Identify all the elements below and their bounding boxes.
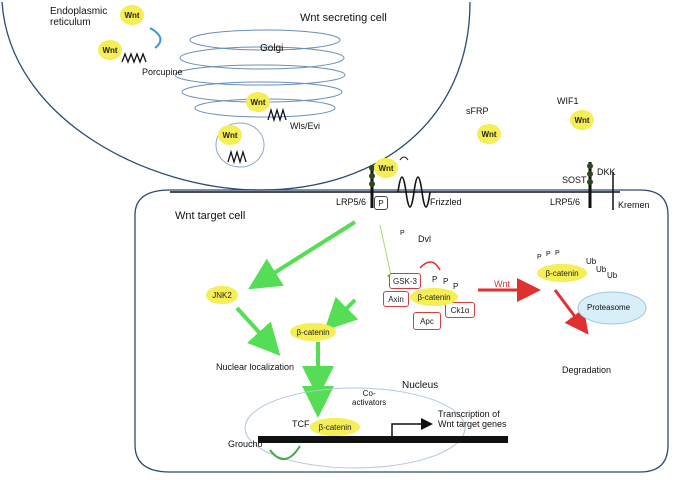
golgi-label: Golgi bbox=[260, 43, 284, 54]
groucho-curve bbox=[269, 445, 301, 460]
axin-box: Axin bbox=[383, 291, 409, 307]
red-arrow-degradation bbox=[553, 289, 589, 335]
dvl-p: P bbox=[400, 230, 405, 237]
nucleus-label: Nucleus bbox=[402, 380, 439, 391]
frizzled-label: Frizzled bbox=[430, 197, 462, 207]
wnt-arrow-label: Wnt bbox=[494, 279, 511, 289]
coactivators-label: Co- activators bbox=[352, 389, 387, 407]
green-arrows bbox=[235, 220, 359, 418]
wnt-sfrp: Wnt bbox=[477, 124, 501, 144]
wls-coil-2 bbox=[227, 149, 247, 165]
beta-catenin-complex: β-catenin bbox=[410, 288, 458, 306]
groucho-label: Groucho bbox=[228, 439, 263, 449]
transcription-label: Transcription of Wnt target genes bbox=[438, 409, 507, 429]
wnt-porcupine: Wnt bbox=[98, 40, 122, 60]
wls-label: Wls/Evi bbox=[290, 121, 320, 131]
wif1-label: WIF1 bbox=[557, 96, 579, 106]
dna-bar bbox=[258, 436, 508, 443]
ub-3: Ub bbox=[607, 271, 618, 280]
wls-vesicle bbox=[215, 122, 265, 168]
lrp-left-label: LRP5/6 bbox=[336, 197, 367, 207]
wnt-wif1: Wnt bbox=[570, 110, 594, 130]
ub-2: Ub bbox=[596, 265, 607, 274]
secreting-cell-membrane bbox=[1, 1, 471, 191]
sost-label: SOST bbox=[562, 175, 587, 185]
beta-catenin-free: β-catenin bbox=[290, 323, 336, 341]
tcf-label: TCF bbox=[292, 419, 310, 429]
sfrp-label: sFRP bbox=[466, 106, 489, 116]
beta-catenin-nucleus: β-catenin bbox=[310, 418, 360, 436]
frizzled-coil bbox=[397, 176, 431, 208]
porcupine-coil bbox=[121, 52, 147, 64]
target-cell-membrane bbox=[134, 189, 669, 473]
nucleus bbox=[244, 387, 466, 469]
secreting-cell-title: Wnt secreting cell bbox=[300, 12, 387, 24]
ck1a-box: Ck1α bbox=[445, 302, 475, 318]
lrp-left-beads bbox=[369, 165, 375, 187]
wnt-curl bbox=[399, 156, 409, 161]
complex-p3: P bbox=[453, 282, 459, 291]
nuclear-localization-label: Nuclear localization bbox=[216, 362, 295, 372]
ub-p1: P bbox=[537, 254, 542, 261]
lrp-right-label: LRP5/6 bbox=[550, 197, 581, 207]
lrp-right-beads bbox=[587, 163, 593, 185]
er-label: Endoplasmic reticulum bbox=[50, 6, 108, 28]
proteasome-label: Proteasome bbox=[587, 303, 631, 312]
wls-coil-1 bbox=[267, 107, 287, 123]
lrp-p-box: P bbox=[374, 196, 388, 210]
dkk-label: DKK bbox=[597, 167, 616, 177]
degradation-label: Degradation bbox=[562, 365, 612, 375]
transcription-arrow bbox=[391, 418, 433, 436]
complex-p1: P bbox=[432, 275, 438, 284]
wnt-receptor: Wnt bbox=[374, 158, 398, 178]
target-cell-title: Wnt target cell bbox=[175, 210, 246, 222]
ub-1: Ub bbox=[586, 257, 597, 266]
gsk3-box: GSK-3 bbox=[389, 273, 421, 289]
red-phospho-curve bbox=[419, 261, 441, 271]
beta-catenin-ub: β-catenin bbox=[537, 264, 587, 282]
wnt-vesicle: Wnt bbox=[218, 125, 242, 145]
complex-p2: P bbox=[443, 277, 449, 286]
proteasome bbox=[577, 291, 647, 325]
porcupine-label: Porcupine bbox=[142, 67, 183, 77]
ub-p3: P bbox=[555, 250, 560, 257]
wnt-er: Wnt bbox=[120, 5, 144, 25]
wnt-golgi: Wnt bbox=[246, 92, 270, 112]
dvl-arrow bbox=[379, 224, 395, 282]
dvl-label: Dvl bbox=[418, 234, 431, 244]
apc-box: Apc bbox=[413, 312, 441, 330]
jnk2: JNK2 bbox=[206, 286, 238, 304]
ub-p2: P bbox=[546, 251, 551, 258]
er-curve bbox=[149, 27, 162, 49]
kremen-label: Kremen bbox=[618, 200, 650, 210]
